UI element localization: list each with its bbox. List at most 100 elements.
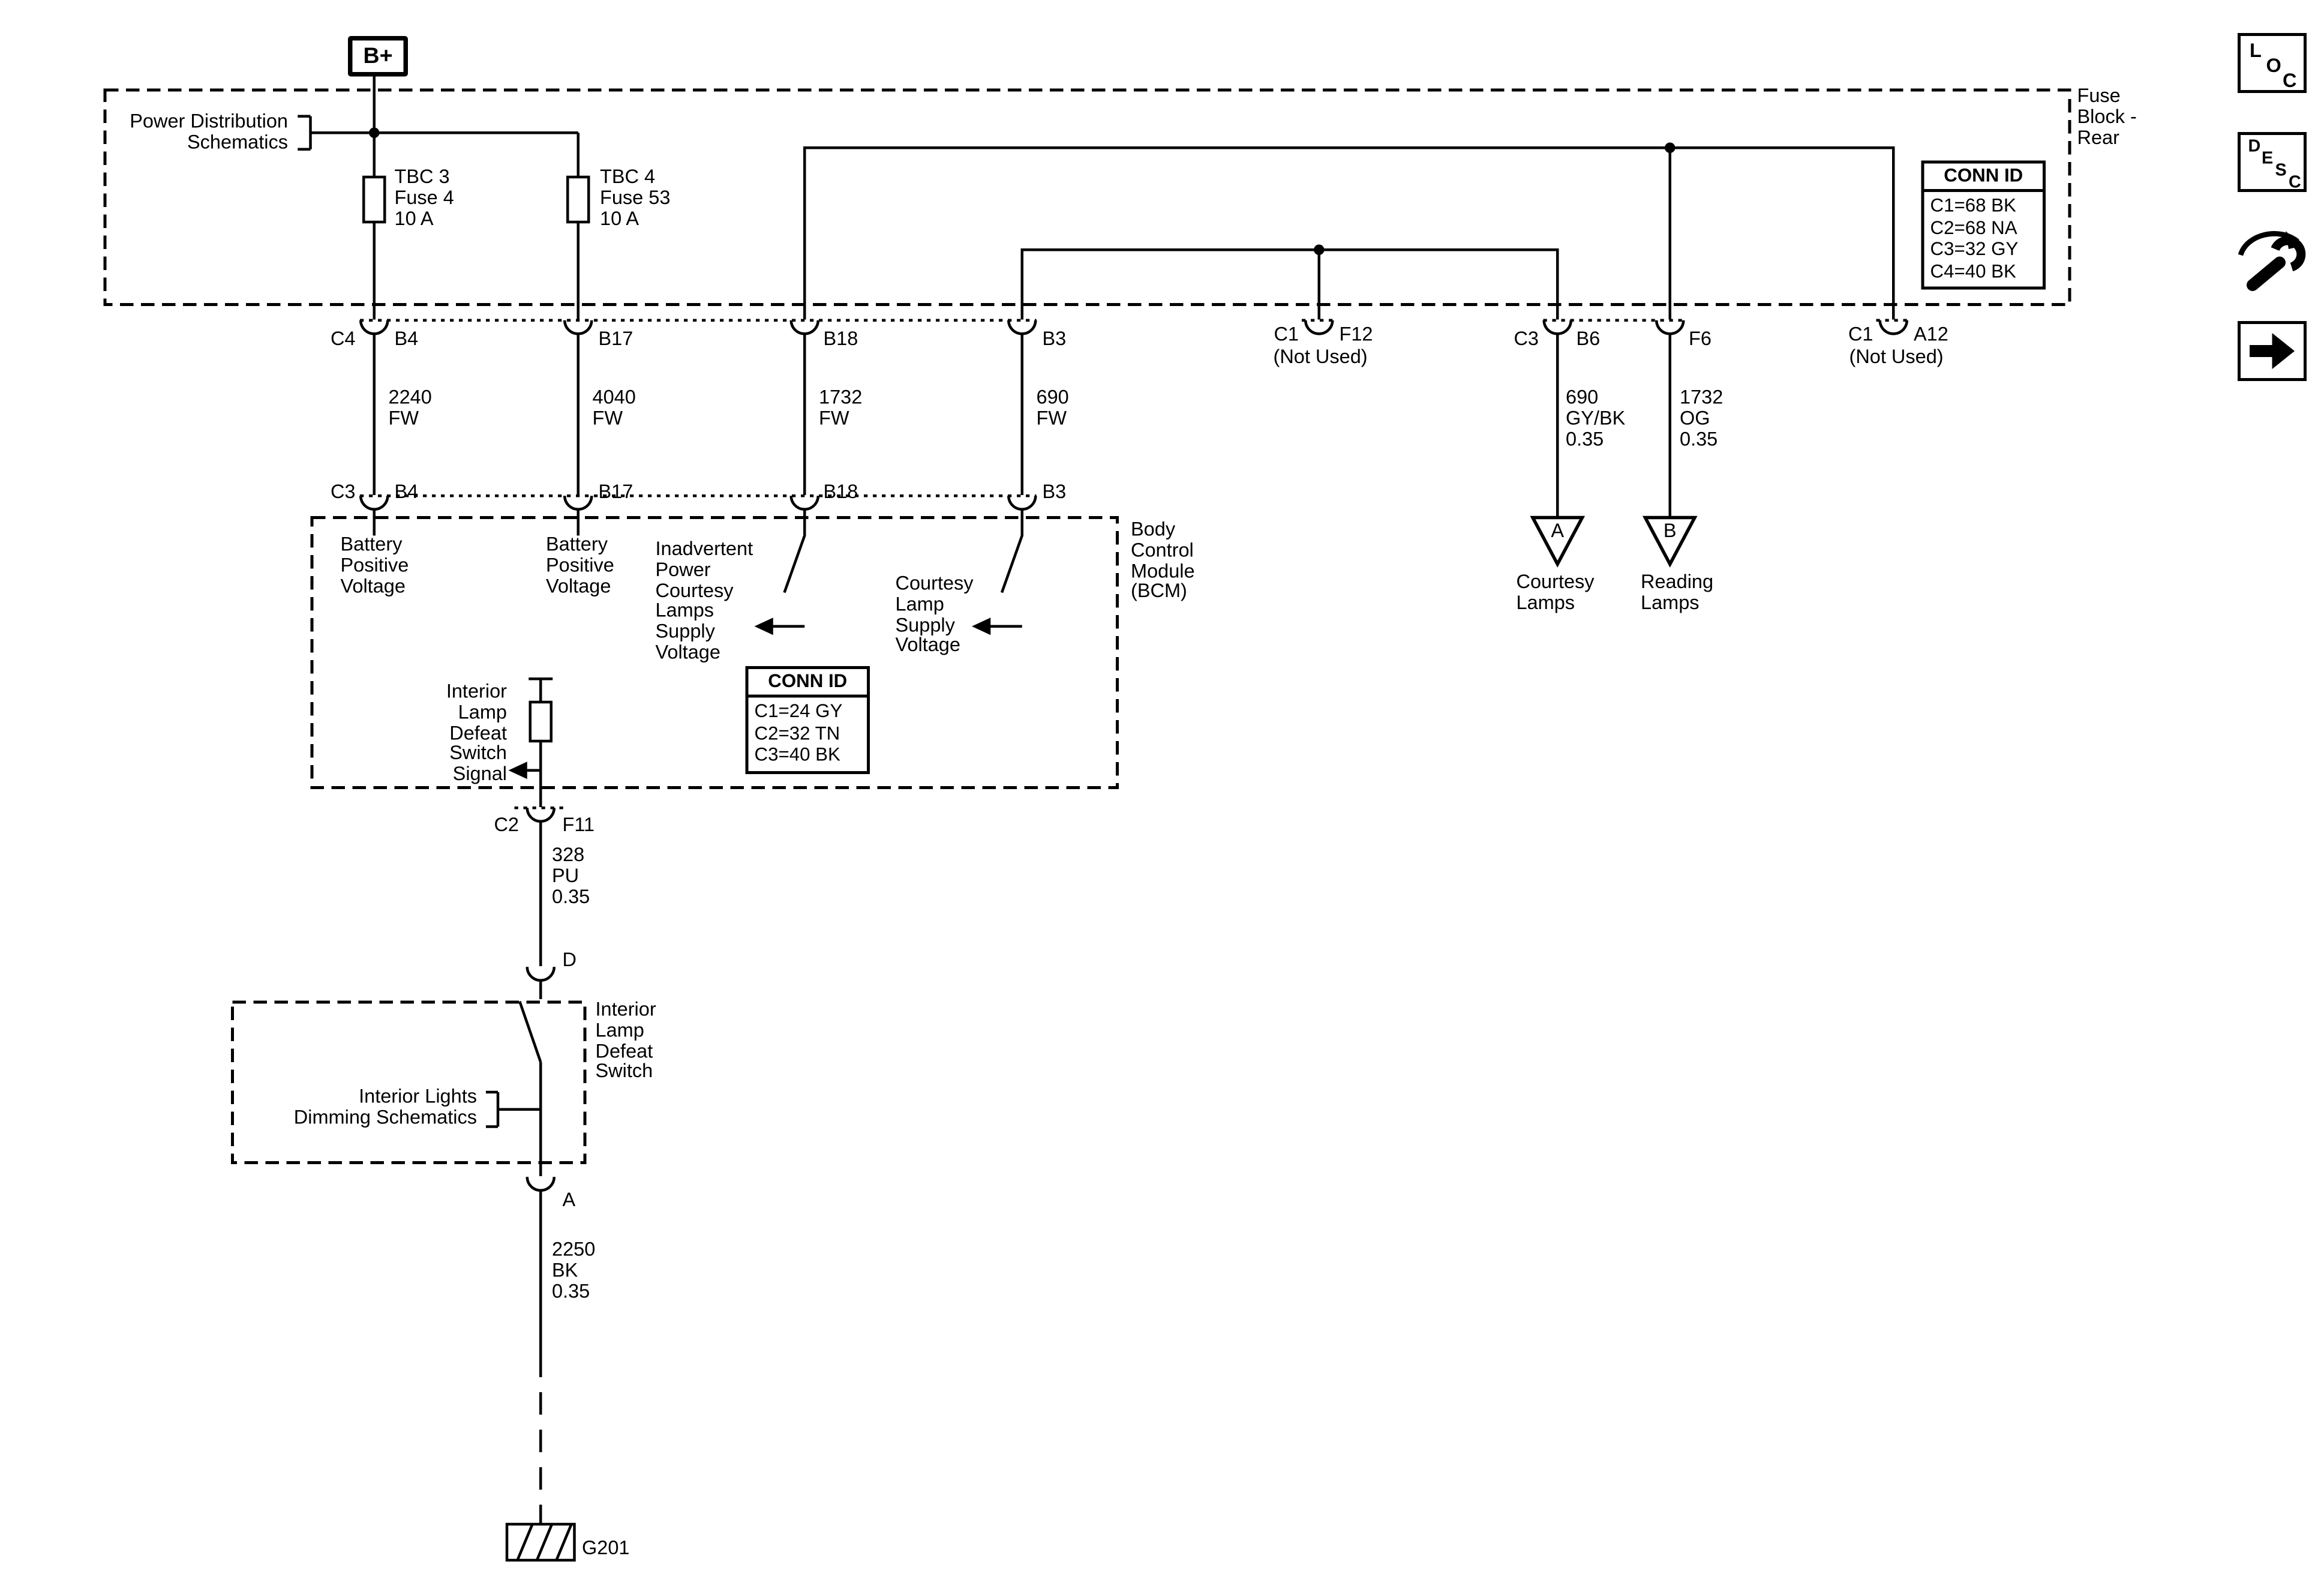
pin-label-b6-conn: C3: [1514, 327, 1539, 350]
power-distribution-ref-label: Power Distribution Schematics: [130, 109, 288, 153]
connector-a12: [1878, 320, 1908, 335]
courtesy-lamps-label: Courtesy Lamps: [1516, 570, 1595, 613]
bcm-connector-b17: [563, 496, 593, 511]
pin-label-f6: F6: [1689, 327, 1712, 350]
pin-label-f12: F12: [1339, 322, 1373, 345]
pin-label-b3: B3: [1042, 327, 1067, 350]
wire-label-4040-fw: 4040 FW: [592, 385, 636, 429]
bcm-pin-label-b17: B17: [598, 480, 633, 503]
fuse-tbc3-symbol: [362, 175, 386, 224]
nav-tools-button[interactable]: [2232, 222, 2313, 294]
pin-label-b6: B6: [1576, 327, 1601, 350]
pin-label-b18: B18: [823, 327, 858, 350]
circuit-wires: [298, 76, 1895, 1562]
bcm-battery-stubs: [373, 509, 580, 536]
wire-label-690-gybk: 690 GY/BK 0.35: [1566, 385, 1626, 449]
nav-desc-button[interactable]: D E S C: [2238, 132, 2307, 192]
defeat-switch-name-label: Interior Lamp Defeat Switch: [595, 997, 656, 1083]
power-ref-bracket: [298, 115, 578, 151]
pin-label-f11: F11: [562, 813, 595, 836]
wrench-arrow-icon: [2238, 231, 2306, 291]
lamp-connector-triangles: [1530, 515, 1698, 568]
junction-dot: [1665, 142, 1676, 153]
conn-id-row: C3=32 GY: [1930, 238, 2019, 260]
junction-dots-and-arrowheads: [369, 127, 1676, 779]
harness-wires-to-lamps: [1556, 334, 1671, 518]
nav-forward-button[interactable]: [2238, 321, 2307, 381]
bcm-output-arrowhead: [972, 617, 991, 635]
bcm-pin-label-b4: B4: [394, 480, 419, 503]
bcm-battery-positive-label-1: Battery Positive Voltage: [340, 532, 409, 596]
defeat-switch-blade: [518, 980, 542, 1176]
desc-letter: D: [2248, 138, 2261, 156]
dimming-schematics-ref-label: Interior Lights Dimming Schematics: [293, 1084, 477, 1128]
bcm-conn-id-table: CONN ID C1=24 GY C2=32 TN C3=40 BK: [745, 666, 870, 773]
fuse-block-outline: [103, 88, 2071, 306]
nav-loc-button[interactable]: L O C: [2238, 33, 2307, 93]
pin-label-a12: A12: [1914, 322, 1948, 345]
dimming-ref-bracket: [486, 1090, 540, 1128]
rail-1732: [803, 146, 1895, 320]
connector-b17: [563, 320, 593, 335]
fuse-tbc4-symbol: [566, 175, 590, 224]
conn-id-header: CONN ID: [748, 669, 867, 698]
component-dashed-outlines: [103, 88, 2071, 1164]
pin-label-c2: C2: [494, 813, 519, 836]
desc-letter: C: [2289, 174, 2301, 192]
connector-b4: [359, 320, 389, 335]
pin-label-c4: C4: [330, 327, 356, 350]
fuse-block-name-label: Fuse Block - Rear: [2077, 84, 2137, 148]
connector-cups: [359, 320, 1908, 1192]
battery-positive-tag: B+: [348, 36, 408, 77]
bcm-output-arrowhead: [754, 617, 773, 635]
bcm-courtesy-supply-label: Courtesy Lamp Supply Voltage: [895, 571, 974, 656]
junction-dot: [369, 127, 380, 138]
bcm-defeat-signal-label: Interior Lamp Defeat Switch Signal: [446, 679, 507, 785]
triangle-b-letter: B: [1663, 519, 1677, 542]
loc-letter: O: [2266, 54, 2281, 77]
bcm-pin-label-b18: B18: [823, 480, 858, 503]
bcm-inadvertent-power-label: Inadvertent Power Courtesy Lamps Supply …: [655, 537, 753, 663]
wire-label-328-pu: 328 PU 0.35: [552, 843, 590, 907]
loc-letter: C: [2283, 69, 2297, 92]
conn-id-row: C4=40 BK: [1930, 260, 2016, 281]
fuse-tbc3-label: TBC 3 Fuse 4 10 A: [394, 165, 454, 229]
triangle-b-symbol: [1642, 515, 1698, 568]
pin-label-b4: B4: [394, 327, 419, 350]
ground-label-g201: G201: [582, 1536, 630, 1559]
pin-label-a12-conn: C1: [1848, 322, 1873, 345]
conn-id-row: C1=24 GY: [754, 700, 843, 722]
switch-connector-a: [526, 1177, 556, 1192]
triangle-a-symbol: [1530, 515, 1586, 568]
pin-label-a: A: [562, 1188, 576, 1211]
pin-label-d: D: [562, 948, 577, 971]
wire-label-2240-fw: 2240 FW: [388, 385, 432, 429]
pin-note-f12-not-used: (Not Used): [1273, 345, 1368, 368]
pin-note-a12-not-used: (Not Used): [1849, 345, 1944, 368]
junction-dot: [1314, 244, 1325, 255]
triangle-a-letter: A: [1551, 519, 1565, 542]
bcm-battery-positive-label-2: Battery Positive Voltage: [546, 532, 614, 596]
resistor-symbol: [529, 700, 553, 743]
bcm-connector-b4: [359, 496, 389, 511]
defeat-switch-outline: [231, 1000, 587, 1164]
fuse-tbc4-label: TBC 4 Fuse 53 10 A: [600, 165, 671, 229]
bcm-pin-label-c3: C3: [330, 480, 356, 503]
defeat-signal-wire: [525, 677, 553, 807]
wire-label-1732-fw: 1732 FW: [819, 385, 863, 429]
conn-id-row: C3=40 BK: [754, 744, 840, 765]
desc-letter: S: [2275, 162, 2287, 180]
bcm-connector-b18: [789, 496, 819, 511]
wire-label-2250-bk: 2250 BK 0.35: [552, 1237, 596, 1302]
connector-f12: [1304, 320, 1334, 335]
pin-label-b17: B17: [598, 327, 633, 350]
bcm-switch-b3: [990, 509, 1023, 628]
bcm-outline: [310, 516, 1119, 789]
conn-id-row: C2=68 NA: [1930, 217, 2017, 238]
defeat-signal-arrowhead: [508, 761, 527, 779]
bcm-connector-f11: [526, 808, 556, 823]
switch-connector-d: [526, 967, 556, 982]
reading-lamps-label: Reading Lamps: [1641, 570, 1714, 613]
loc-letter: L: [2250, 39, 2262, 62]
